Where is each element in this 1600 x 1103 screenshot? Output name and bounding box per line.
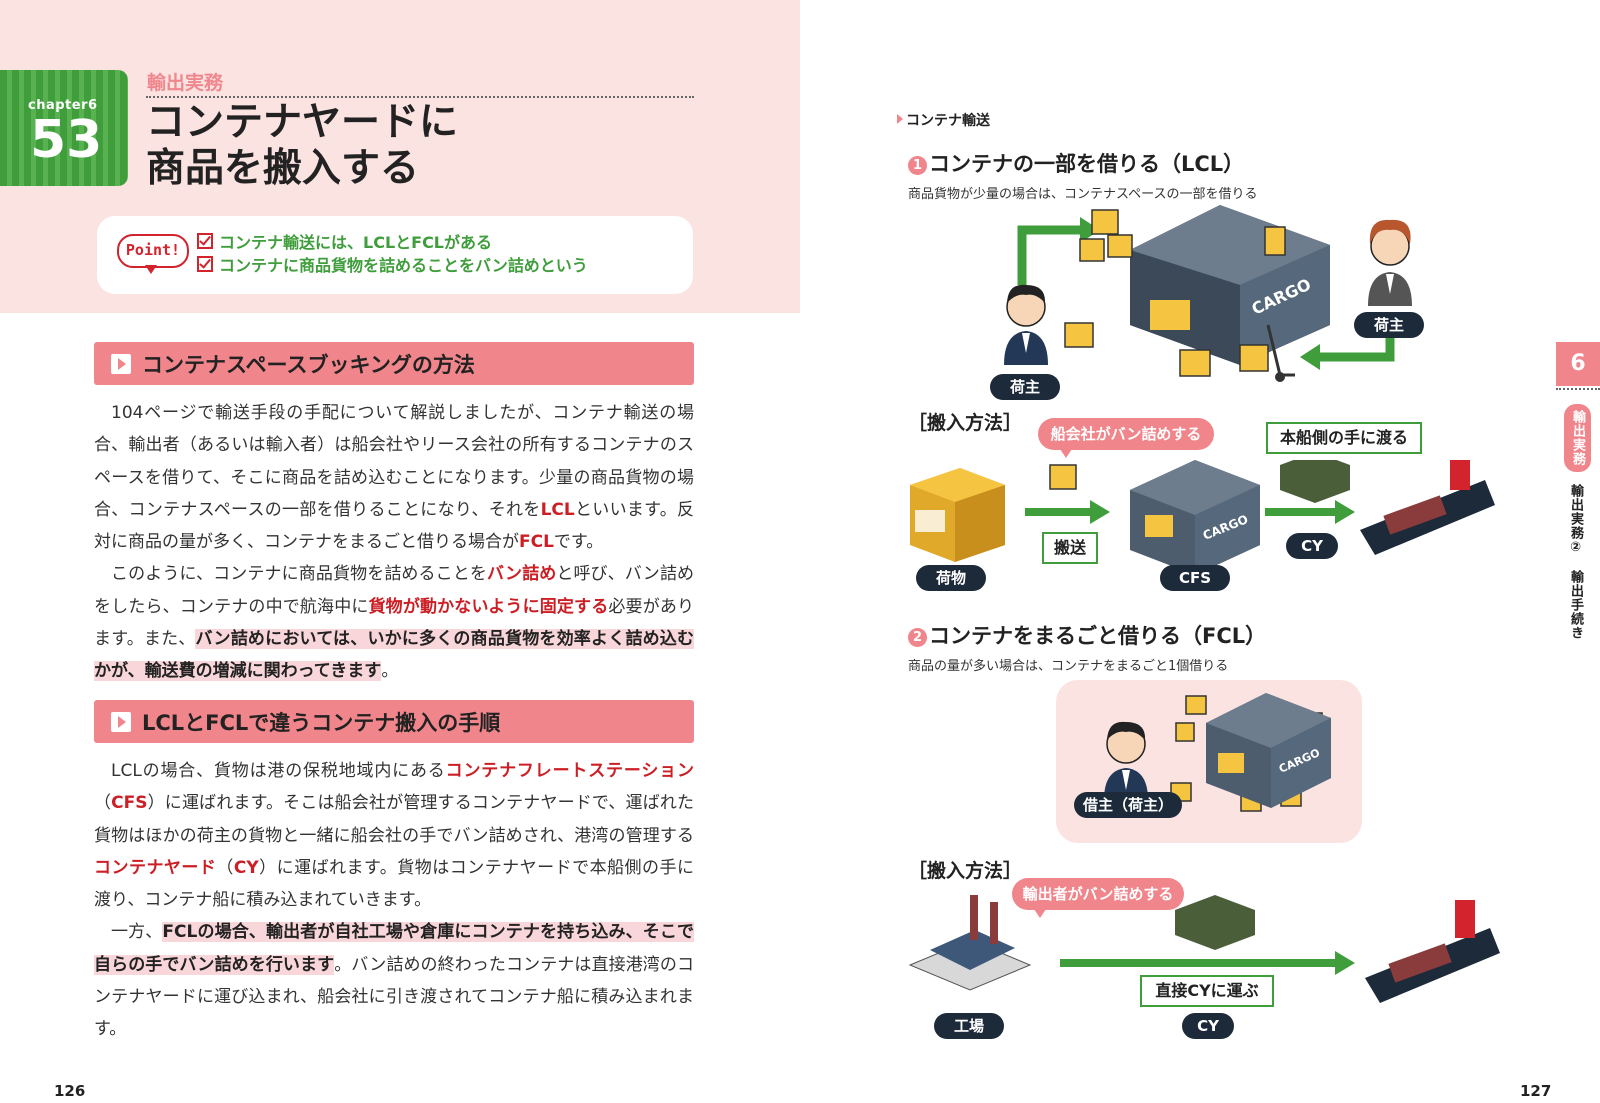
- point-item: コンテナに商品貨物を詰めることをバン詰めという: [197, 252, 588, 276]
- method-label-fcl: ［搬入方法］: [908, 860, 1023, 882]
- green-container-icon: [1280, 460, 1350, 503]
- fcl-method-illustration: [908, 895, 1500, 1003]
- lcl-subtitle: 商品貨物が少量の場合は、コンテナスペースの一部を借りる: [908, 187, 1258, 202]
- page-title-line2: 商品を搬入する: [146, 146, 420, 191]
- category-label: 輸出実務: [147, 72, 224, 94]
- section-heading-text: コンテナスペースブッキングの方法: [142, 353, 475, 377]
- play-icon: [111, 712, 131, 732]
- term-fcl: FCL: [519, 532, 554, 553]
- transport-label: 搬送: [1042, 532, 1098, 564]
- arrow-head: [1300, 344, 1320, 370]
- package-icon: [910, 468, 1005, 562]
- section-heading-booking: コンテナスペースブッキングの方法: [94, 342, 694, 385]
- bubble-shipping-co: 船会社がバン詰めする: [1038, 418, 1214, 458]
- fcl-illustration-panel: CARGO 借主（荷主）: [1056, 680, 1362, 843]
- paragraph: このように、コンテナに商品貨物を詰めることをバン詰めと呼び、バン詰めをしたら、コ…: [94, 564, 695, 682]
- section1-body: 104ページで輸送手段の手配について解説しましたが、コンテナ輸送の場合、輸出者（…: [94, 397, 694, 688]
- section2-body: LCLの場合、貨物は港の保税地域内にあるコンテナフレートステーション（CFS）に…: [94, 755, 695, 1046]
- term-cfs-full: コンテナフレートステーション: [445, 761, 695, 781]
- lcl-illustration: CARGO: [1017, 205, 1395, 382]
- point-badge: Point!: [117, 234, 189, 268]
- bubble-exporter: 輸出者がバン詰めする: [1012, 878, 1184, 918]
- renter-tag: 借主（荷主）: [1074, 792, 1182, 818]
- chapter-number: 53: [30, 110, 103, 170]
- chapter-badge: chapter6 53: [0, 70, 128, 186]
- cargo-container: [1206, 693, 1331, 808]
- container-ship-icon: [1365, 900, 1500, 1003]
- paragraph: 104ページで輸送手段の手配について解説しましたが、コンテナ輸送の場合、輸出者（…: [94, 403, 694, 553]
- box-icon: [1049, 464, 1077, 490]
- page-title-line1: コンテナヤードに: [146, 100, 459, 145]
- shipper-tag-left: 荷主: [990, 374, 1060, 400]
- point-box: Point! コンテナ輸送には、LCLとFCLがある コンテナに商品貨物を詰める…: [97, 216, 693, 294]
- cy-tag-lcl: CY: [1286, 533, 1338, 559]
- page-number-left: 126: [54, 1082, 86, 1100]
- term-cy-full: コンテナヤード: [94, 857, 217, 878]
- term-cfs: CFS: [111, 793, 148, 814]
- point-text: コンテナに商品貨物を詰めることをバン詰めという: [219, 256, 588, 275]
- arrow-up-right: [1017, 225, 1080, 285]
- shipper-tag-right: 荷主: [1354, 312, 1424, 338]
- lcl-method-illustration: CARGO: [910, 460, 1495, 575]
- chapter-label: chapter6: [28, 98, 98, 113]
- term-van: バン詰め: [487, 564, 557, 585]
- green-container-icon: [1175, 895, 1255, 950]
- cfs-container: [1130, 460, 1260, 575]
- factory-tag: 工場: [934, 1013, 1004, 1039]
- term-fix: 貨物が動かないように固定する: [368, 596, 609, 617]
- container-ship-icon: [1360, 460, 1495, 555]
- term-lcl: LCL: [540, 499, 575, 520]
- shipper-figure-left: [1004, 284, 1048, 365]
- side-tab-divider: [1556, 388, 1600, 390]
- goods-tag: 荷物: [916, 565, 986, 591]
- renter-figure: [1104, 721, 1148, 800]
- point-text: コンテナ輸送には、LCLとFCLがある: [219, 233, 493, 252]
- fcl-subtitle: 商品の量が多い場合は、コンテナをまるごと1個借りる: [908, 659, 1229, 674]
- cy-tag-fcl: CY: [1182, 1013, 1234, 1039]
- point-badge-tail: [145, 265, 157, 274]
- method-label-lcl: ［搬入方法］: [908, 412, 1023, 434]
- term-cy: CY: [233, 857, 259, 878]
- factory-icon: [908, 895, 1032, 991]
- fcl-container-group: CARGO: [1170, 693, 1331, 812]
- title-divider: [146, 96, 694, 98]
- cargo-boxes: [1064, 209, 1286, 377]
- arrow-head: [1080, 217, 1100, 243]
- paragraph: 一方、FCLの場合、輸出者が自社工場や倉庫にコンテナを持ち込み、そこで自らの手で…: [94, 922, 695, 1040]
- number-circle: 2: [908, 628, 927, 647]
- play-icon: [111, 354, 131, 374]
- page-number-right: 127: [1520, 1082, 1552, 1100]
- direct-cy-label: 直接CYに運ぶ: [1140, 975, 1274, 1007]
- paragraph: LCLの場合、貨物は港の保税地域内にあるコンテナフレートステーション（CFS）に…: [94, 761, 695, 911]
- diagram-label: コンテナ輸送: [897, 110, 990, 130]
- cfs-tag: CFS: [1160, 565, 1230, 591]
- shipper-figure-right: [1368, 219, 1412, 306]
- number-circle: 1: [908, 156, 927, 175]
- checkbox-icon: [197, 233, 213, 249]
- handover-label: 本船側の手に渡る: [1266, 422, 1422, 454]
- side-subtitle: 輸出実務② 輸出手続き: [1568, 484, 1583, 640]
- section-heading-procedure: LCLとFCLで違うコンテナ搬入の手順: [94, 700, 694, 743]
- section-heading-text: LCLとFCLで違うコンテナ搬入の手順: [142, 711, 501, 735]
- point-item: コンテナ輸送には、LCLとFCLがある: [197, 229, 492, 253]
- side-category: 輸出実務: [1564, 404, 1591, 472]
- chapter-side-tab: 6: [1556, 342, 1600, 386]
- checkbox-icon: [197, 256, 213, 272]
